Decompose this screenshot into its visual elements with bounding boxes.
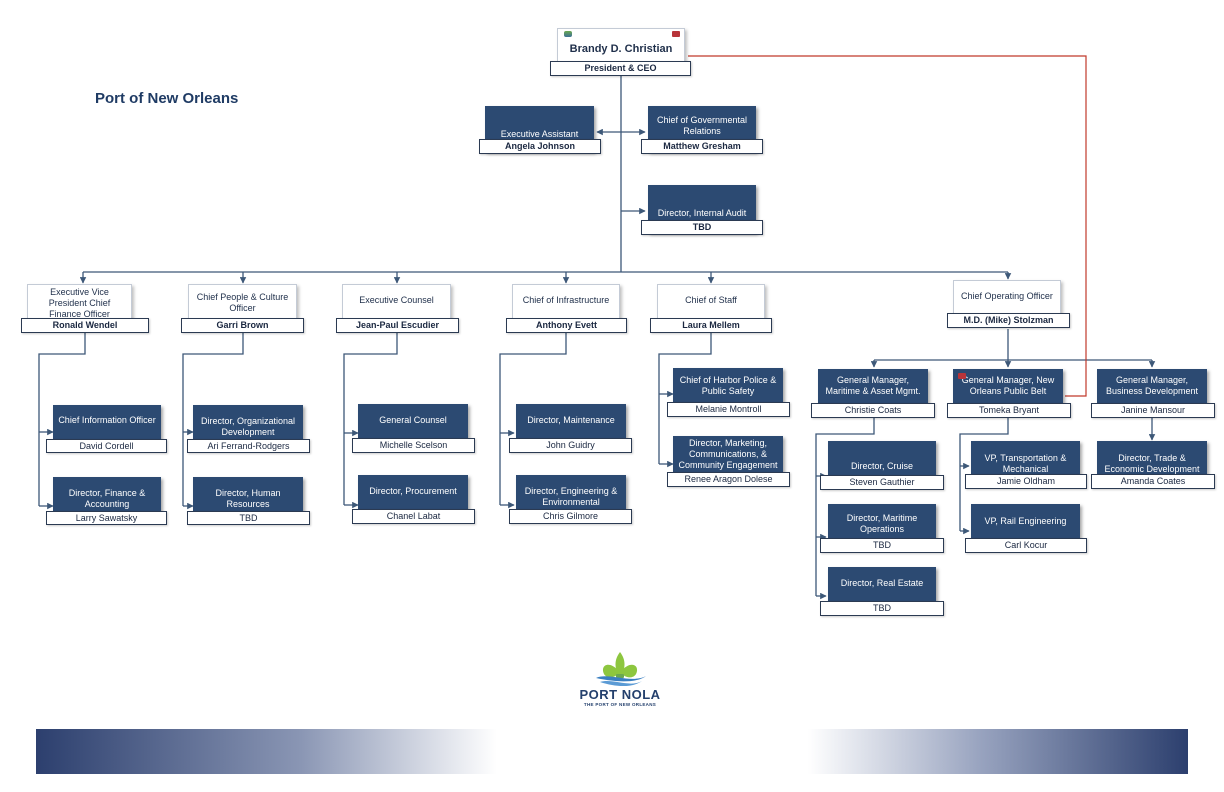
fleur-de-lis-logo-icon bbox=[596, 652, 646, 687]
governmental-relations-name: Matthew Gresham bbox=[641, 139, 763, 154]
ceo-box[interactable]: Brandy D. Christian bbox=[557, 28, 685, 62]
org-development-box[interactable]: Director, Organizational Development bbox=[193, 405, 303, 445]
footer-gradient-band bbox=[36, 729, 1188, 774]
internal-audit-name: TBD bbox=[641, 220, 763, 235]
gm-maritime-name: Christie Coats bbox=[811, 403, 935, 418]
executive-counsel-name: Jean-Paul Escudier bbox=[336, 318, 459, 333]
human-resources-box[interactable]: Director, Human Resources bbox=[193, 477, 303, 517]
page-title: Port of New Orleans bbox=[95, 90, 239, 107]
harbor-police-name: Melanie Montroll bbox=[667, 402, 790, 417]
ceo-name: Brandy D. Christian bbox=[569, 42, 673, 55]
procurement-name: Chanel Labat bbox=[352, 509, 475, 524]
cruise-name: Steven Gauthier bbox=[820, 475, 944, 490]
executive-assistant-name: Angela Johnson bbox=[479, 139, 601, 154]
maintenance-name: John Guidry bbox=[509, 438, 632, 453]
infrastructure-name: Anthony Evett bbox=[506, 318, 627, 333]
rail-engineering-name: Carl Kocur bbox=[965, 538, 1087, 553]
gm-public-belt-box[interactable]: General Manager, New Orleans Public Belt bbox=[953, 369, 1063, 409]
finance-accounting-box[interactable]: Director, Finance & Accounting bbox=[53, 477, 161, 517]
port-logo-icon bbox=[564, 31, 572, 37]
chief-of-staff-name: Laura Mellem bbox=[650, 318, 772, 333]
human-resources-name: TBD bbox=[187, 511, 310, 525]
cio-box[interactable]: Chief Information Officer bbox=[53, 405, 161, 445]
gm-business-development-name: Janine Mansour bbox=[1091, 403, 1215, 418]
engineering-environmental-name: Chris Gilmore bbox=[509, 509, 632, 524]
gm-business-development-box[interactable]: General Manager, Business Development bbox=[1097, 369, 1207, 409]
gm-public-belt-name: Tomeka Bryant bbox=[947, 403, 1071, 418]
real-estate-name: TBD bbox=[820, 601, 944, 616]
executive-counsel-box[interactable]: Executive Counsel bbox=[342, 284, 451, 320]
coo-name: M.D. (Mike) Stolzman bbox=[947, 313, 1070, 328]
general-counsel-name: Michelle Scelson bbox=[352, 438, 475, 453]
logo-tagline: THE PORT OF NEW ORLEANS bbox=[583, 702, 657, 707]
cfo-name: Ronald Wendel bbox=[21, 318, 149, 333]
finance-accounting-name: Larry Sawatsky bbox=[46, 511, 167, 525]
marketing-communications-name: Renee Aragon Dolese bbox=[667, 472, 790, 487]
logo-wordmark: PORT NOLA bbox=[579, 687, 661, 702]
people-culture-box[interactable]: Chief People & Culture Officer bbox=[188, 284, 297, 320]
gm-maritime-box[interactable]: General Manager, Maritime & Asset Mgmt. bbox=[818, 369, 928, 409]
trade-economic-name: Amanda Coates bbox=[1091, 474, 1215, 489]
rail-engineering-box[interactable]: VP, Rail Engineering bbox=[971, 504, 1080, 544]
marketing-communications-box[interactable]: Director, Marketing, Communications, & C… bbox=[673, 436, 783, 478]
transportation-mechanical-name: Jamie Oldham bbox=[965, 474, 1087, 489]
ceo-title: President & CEO bbox=[550, 61, 691, 76]
public-belt-logo-icon bbox=[672, 31, 680, 37]
infrastructure-box[interactable]: Chief of Infrastructure bbox=[512, 284, 620, 320]
chief-of-staff-box[interactable]: Chief of Staff bbox=[657, 284, 765, 320]
cio-name: David Cordell bbox=[46, 439, 167, 453]
people-culture-name: Garri Brown bbox=[181, 318, 304, 333]
coo-box[interactable]: Chief Operating Officer bbox=[953, 280, 1061, 316]
cfo-box[interactable]: Executive Vice President Chief Finance O… bbox=[27, 284, 132, 320]
maritime-operations-name: TBD bbox=[820, 538, 944, 553]
org-development-name: Ari Ferrand-Rodgers bbox=[187, 439, 310, 453]
public-belt-logo-icon bbox=[958, 373, 966, 379]
